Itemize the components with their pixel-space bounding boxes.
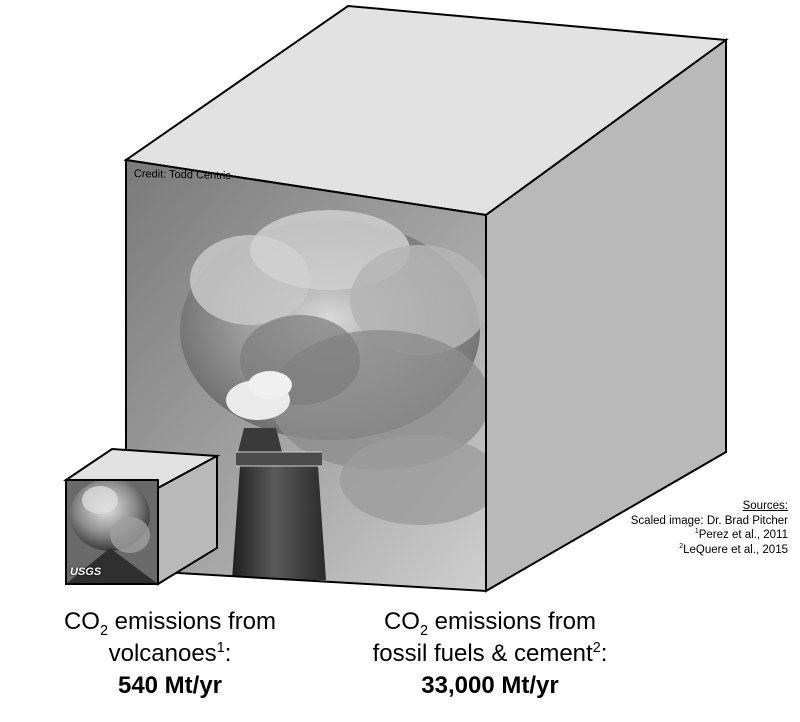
sources-ref2: 2LeQuere et al., 2015 xyxy=(548,543,788,558)
ref2-number: 2 xyxy=(679,542,684,550)
photo-credit: Credit: Todd Centric xyxy=(133,168,231,183)
small-cube-front xyxy=(66,480,158,584)
sources-block: Sources: Scaled image: Dr. Brad Pitcher … xyxy=(548,499,788,557)
volcano-caption: CO2 emissions from volcanoes1: 540 Mt/yr xyxy=(20,606,320,702)
fossil-caption: CO2 emissions from fossil fuels & cement… xyxy=(330,606,650,702)
usgs-watermark: USGS xyxy=(70,566,102,578)
sources-scaled-image: Scaled image: Dr. Brad Pitcher xyxy=(630,514,788,527)
volcano-caption-line1: CO2 emissions from xyxy=(63,608,277,639)
fossil-caption-line2: fossil fuels & cement2: xyxy=(372,640,608,667)
volcano-caption-line2: volcanoes1: xyxy=(108,640,232,667)
ref1-number: 1 xyxy=(694,528,699,536)
sources-heading: Sources: xyxy=(742,500,788,512)
smoke-cloud xyxy=(180,210,486,525)
ref1-text: Perez et al., 2011 xyxy=(698,529,788,541)
ref2-text: LeQuere et al., 2015 xyxy=(683,543,788,556)
sources-ref1: 1Perez et al., 2011 xyxy=(548,528,788,543)
chimney xyxy=(232,428,326,580)
fossil-caption-line1: CO2 emissions from xyxy=(383,608,597,639)
volcano-emission-value: 540 Mt/yr xyxy=(117,672,223,699)
fossil-emission-value: 33,000 Mt/yr xyxy=(421,672,559,699)
